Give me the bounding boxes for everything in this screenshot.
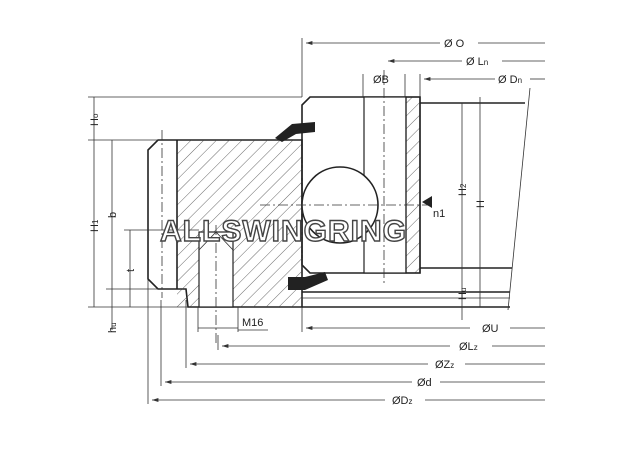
dim-ln-label: Ø Ln — [466, 56, 488, 68]
dim-dz-label: ØDz — [392, 395, 413, 407]
dim-h1-label: H1 — [89, 219, 101, 232]
dim-zz-label: ØZz — [435, 359, 454, 371]
dim-b-label: ØB — [373, 74, 389, 86]
top-dimensions: Ø O Ø Ln ØB Ø Dn — [301, 38, 545, 97]
left-dimensions: Ho H1 b t hu — [88, 96, 302, 333]
dim-h2-label: H2 — [457, 183, 469, 196]
dim-ho-label: Ho — [89, 113, 101, 126]
right-dimensions: H2 H Hu — [457, 97, 487, 320]
bottom-seal — [288, 272, 328, 290]
dim-d-label: Ød — [417, 377, 432, 389]
dim-t-label: t — [125, 269, 137, 272]
top-seal — [275, 122, 315, 142]
dim-h-label: H — [475, 200, 487, 208]
watermark: ALLSWINGRING — [160, 215, 407, 248]
dim-b-left-label: b — [107, 212, 119, 218]
dim-hu-right-label: Hu — [457, 288, 469, 300]
dim-o-label: Ø O — [444, 38, 465, 50]
thread-label: M16 — [242, 317, 263, 329]
dim-u-label: ØU — [482, 323, 499, 335]
ball — [260, 150, 430, 270]
ball-label: n1 — [433, 208, 445, 220]
dim-dn-label: Ø Dn — [498, 74, 522, 86]
dim-hu-left-label: hu — [107, 322, 119, 333]
dim-lz-label: ØLz — [459, 341, 478, 353]
inner-ring — [147, 130, 303, 345]
bottom-dimensions: M16 ØU ØLz ØZz Ød ØDz — [147, 280, 545, 407]
n1-arrow-icon — [422, 196, 432, 208]
